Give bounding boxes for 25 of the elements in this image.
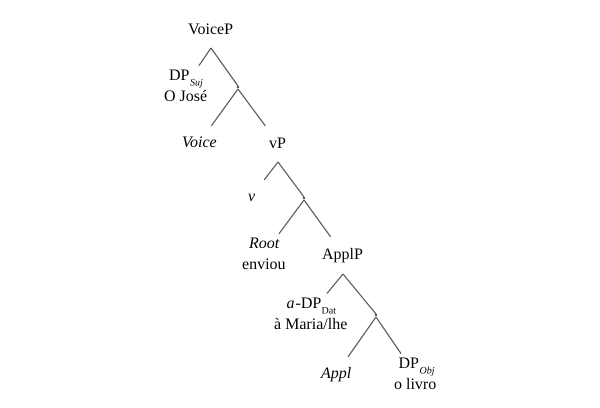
- connector: [376, 316, 402, 354]
- connector: [264, 162, 278, 180]
- node-text: Appl: [321, 364, 352, 382]
- node-text: v: [248, 188, 256, 205]
- connector: [304, 200, 332, 238]
- node-text: DP$_{Obj}$ o livro: [394, 354, 436, 393]
- connector: [326, 274, 344, 294]
- node-text: a-DP$_{Dat}$ à Maria/lhe: [274, 294, 348, 333]
- connector: [342, 274, 376, 314]
- connector: [198, 48, 212, 66]
- connector: [278, 162, 304, 198]
- connector: [210, 88, 238, 126]
- node-text: Root enviou: [242, 234, 286, 273]
- connector: [238, 88, 266, 126]
- node-point: [236, 86, 240, 88]
- node-text: Voice: [182, 134, 217, 151]
- connector: [348, 316, 376, 358]
- node-text: DP$_{Suj}$ O José: [164, 66, 208, 105]
- connector: [210, 48, 238, 86]
- node-point: [374, 314, 378, 316]
- node-point: [302, 196, 306, 200]
- node-text: VoiceP: [188, 20, 234, 38]
- node-text: vP: [269, 134, 286, 152]
- connector: [278, 200, 304, 234]
- node-text: ApplP: [322, 246, 363, 263]
